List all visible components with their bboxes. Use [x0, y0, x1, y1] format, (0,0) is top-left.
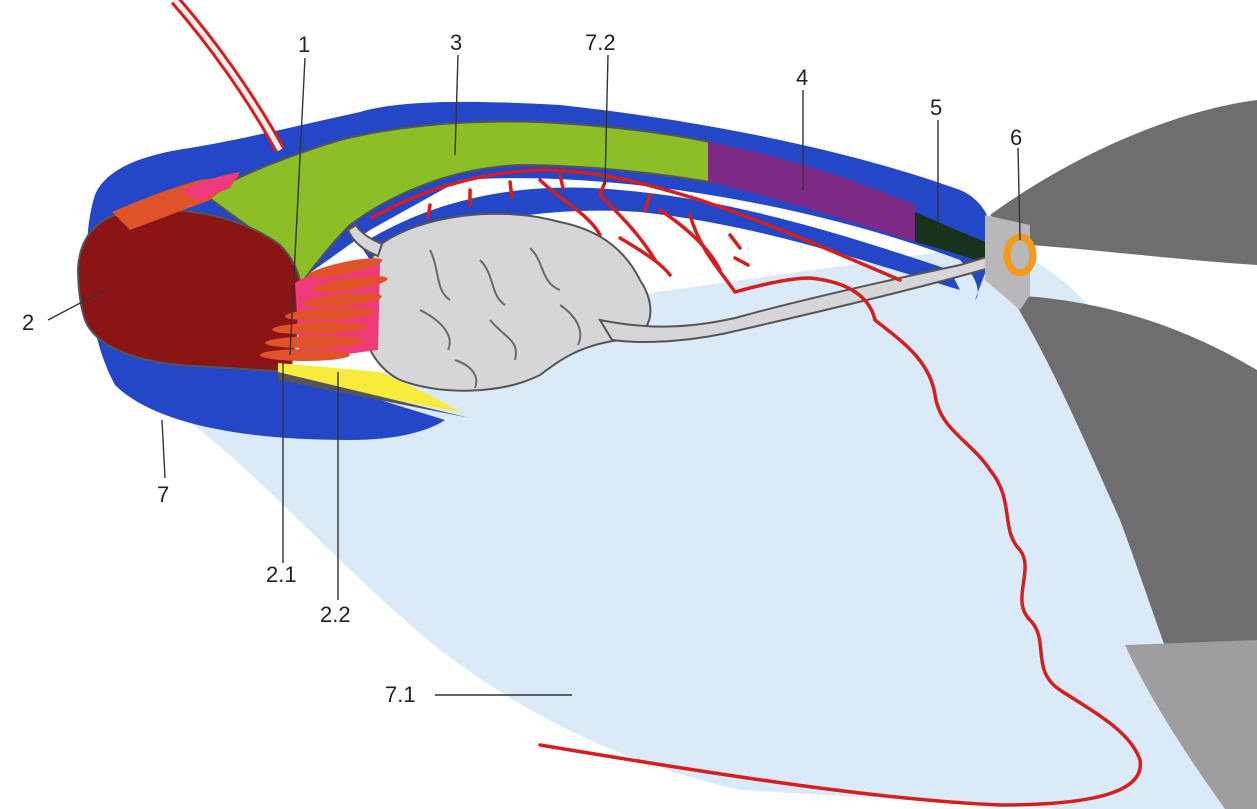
label-1: 1	[298, 32, 310, 57]
label-5: 5	[930, 95, 942, 120]
label-7-2: 7.2	[585, 30, 616, 55]
label-4: 4	[796, 65, 808, 90]
label-7-1: 7.1	[385, 682, 416, 707]
label-2: 2	[22, 310, 34, 335]
label-6: 6	[1010, 125, 1022, 150]
label-2-2: 2.2	[320, 602, 351, 627]
label-2-1: 2.1	[266, 562, 297, 587]
label-7: 7	[157, 482, 169, 507]
label-3: 3	[450, 30, 462, 55]
